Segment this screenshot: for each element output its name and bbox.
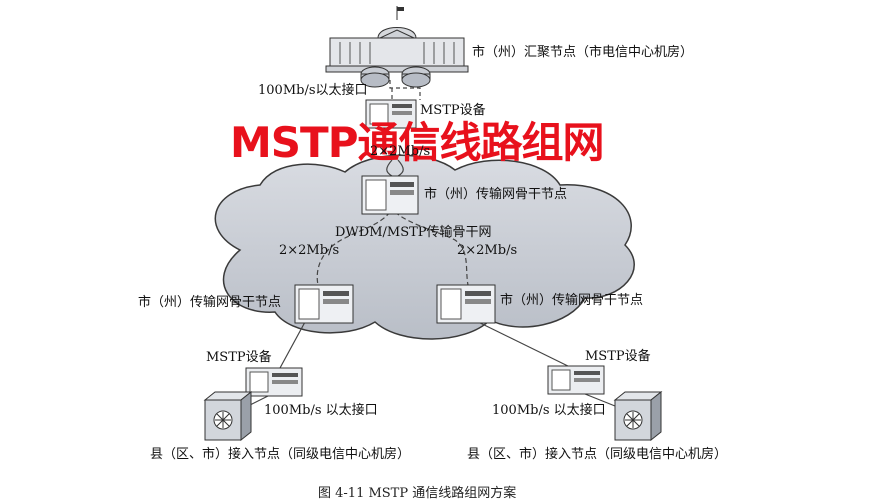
backbone-label-top: 市（州）传输网骨干节点 xyxy=(424,187,568,202)
rate-label-left: 2×2Mb/s xyxy=(279,243,340,258)
link-mstp-backbone-left xyxy=(386,159,393,177)
mstp-label-left: MSTP设备 xyxy=(206,350,272,365)
ethernet-label-top: 100Mb/s以太接口 xyxy=(258,83,368,98)
connection-lines xyxy=(239,80,626,411)
backbone-label-left: 市（州）传输网骨干节点 xyxy=(138,295,282,310)
mstp-device-icon xyxy=(547,365,605,395)
county-label-left: 县（区、市）接入节点（同级电信中心机房） xyxy=(150,447,411,462)
mstp-label-top: MSTP设备 xyxy=(420,103,486,118)
county-label-right: 县（区、市）接入节点（同级电信中心机房） xyxy=(467,447,728,462)
figure-caption: 图 4-11 MSTP 通信线路组网方案 xyxy=(318,486,517,501)
city-hub-label: 市（州）汇聚节点（市电信中心机房） xyxy=(472,45,694,60)
access-switch-icon xyxy=(613,390,663,442)
transmission-node-icon xyxy=(294,284,354,324)
dwdm-label: DWDM/MSTP传输骨干网 xyxy=(335,225,492,240)
ethernet-label-right: 100Mb/s 以太接口 xyxy=(492,403,606,418)
transmission-node-icon xyxy=(436,284,496,324)
split-rate-label: 2×2Mb/s xyxy=(370,144,431,159)
backbone-label-right: 市（州）传输网骨干节点 xyxy=(500,293,644,308)
page-title: MSTP通信线路组网 xyxy=(230,118,604,167)
link-left-to-mstp xyxy=(279,321,306,369)
mstp-label-right: MSTP设备 xyxy=(585,349,651,364)
rate-label-right: 2×2Mb/s xyxy=(457,243,518,258)
link-right-to-mstp xyxy=(469,317,573,369)
router-icon xyxy=(360,66,431,88)
link-backbone-right xyxy=(394,211,469,286)
transmission-node-icon xyxy=(361,175,419,215)
link-mstp-backbone-right xyxy=(397,159,404,177)
ethernet-label-left: 100Mb/s 以太接口 xyxy=(264,403,378,418)
government-building-icon xyxy=(325,6,469,73)
link-backbone-left xyxy=(316,211,391,286)
access-switch-icon xyxy=(203,390,253,442)
link-hub-ethernet-2 xyxy=(389,80,421,100)
mstp-device-icon xyxy=(245,367,303,397)
mstp-device-icon xyxy=(365,99,417,129)
